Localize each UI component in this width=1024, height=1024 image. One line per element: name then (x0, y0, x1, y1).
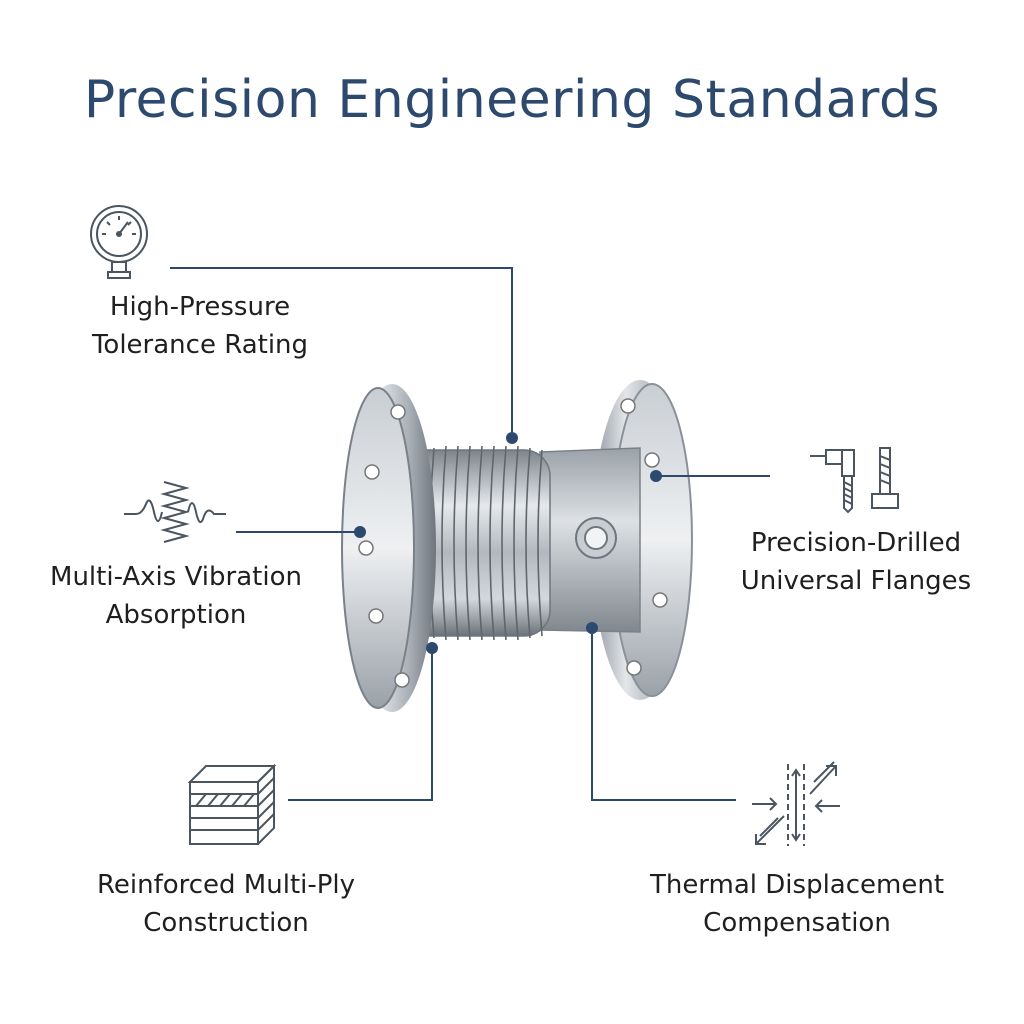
drill-bolt-icon (810, 447, 899, 514)
page-title: Precision Engineering Standards (83, 70, 941, 130)
vibration-spring-icon (124, 481, 226, 543)
pressure-gauge-icon (90, 205, 148, 279)
feature-label-vibration: Multi-Axis Vibration Absorption (26, 558, 326, 634)
feature-label-line: Compensation (703, 908, 891, 938)
feature-label-line: Universal Flanges (740, 566, 972, 596)
feature-label-line: Thermal Displacement (649, 870, 945, 900)
feature-label-line: Absorption (105, 600, 247, 630)
layered-block-icon (187, 763, 277, 845)
feature-label-line: High-Pressure (109, 292, 291, 322)
feature-label-line: Precision-Drilled (750, 528, 962, 558)
sleeve-port (575, 517, 617, 559)
thermal-arrows-icon (752, 761, 840, 846)
left-flange (341, 384, 436, 712)
feature-label-line: Construction (143, 908, 309, 938)
feature-label-flanges: Precision-Drilled Universal Flanges (706, 524, 1006, 600)
feature-label-line: Multi-Axis Vibration (50, 562, 302, 592)
leader-lines (170, 267, 770, 801)
feature-label-line: Reinforced Multi-Ply (96, 870, 356, 900)
feature-label-pressure: High-Pressure Tolerance Rating (60, 288, 340, 364)
feature-label-line: Tolerance Rating (91, 330, 309, 360)
bellows (399, 445, 551, 641)
feature-label-multiply: Reinforced Multi-Ply Construction (76, 866, 376, 942)
leader-dots (354, 432, 662, 654)
feature-label-thermal: Thermal Displacement Compensation (632, 866, 962, 942)
